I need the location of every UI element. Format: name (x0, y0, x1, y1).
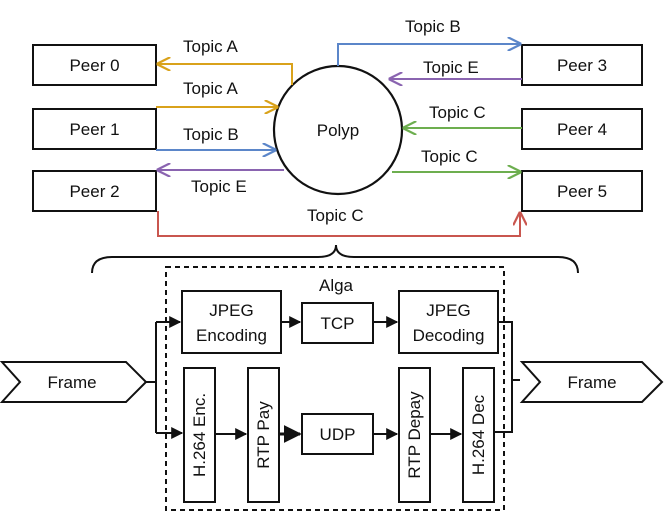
edge-label-peer5-topic-c: Topic C (421, 147, 478, 166)
edge-label-peer1-topic-b: Topic B (183, 125, 239, 144)
peer-2-node: Peer 2 (32, 170, 157, 212)
alga-title: Alga (319, 276, 354, 295)
udp-node: UDP (301, 413, 374, 455)
edge-merge-to-output (494, 321, 520, 433)
edge-topic-c-peer2-to-peer5 (157, 211, 520, 237)
jpeg-decoding-label-line2: Decoding (413, 326, 485, 345)
peer-4-label: Peer 4 (557, 120, 607, 139)
jpeg-decoding-node: JPEG Decoding (398, 290, 499, 354)
peer-0-node: Peer 0 (32, 44, 157, 86)
input-frame-node: Frame (0, 361, 148, 403)
h264-dec-label: H.264 Dec (469, 394, 488, 475)
edge-label-peer3-topic-e: Topic E (423, 58, 479, 77)
peer-5-node: Peer 5 (521, 170, 643, 212)
peer-2-label: Peer 2 (69, 182, 119, 201)
peer-0-label: Peer 0 (69, 56, 119, 75)
edge-label-peer2-topic-e: Topic E (191, 177, 247, 196)
polyp-hub: Polyp (272, 64, 404, 196)
rtp-depay-label: RTP Depay (405, 391, 424, 479)
jpeg-decoding-label-line1: JPEG (426, 301, 470, 320)
output-frame-label: Frame (567, 373, 616, 392)
rtp-depay-node: RTP Depay (398, 367, 431, 503)
edge-input-split (146, 322, 157, 433)
input-frame-label: Frame (47, 373, 96, 392)
tcp-node: TCP (301, 302, 374, 344)
peer-5-label: Peer 5 (557, 182, 607, 201)
jpeg-encoding-label-line1: JPEG (209, 301, 253, 320)
edge-topic-a-to-peer0 (158, 64, 293, 85)
jpeg-encoding-node: JPEG Encoding (181, 290, 282, 354)
peer-1-node: Peer 1 (32, 108, 157, 150)
alga-container (165, 266, 505, 511)
rtp-pay-node: RTP Pay (247, 367, 280, 503)
edge-topic-b-to-peer3 (337, 44, 520, 66)
udp-label: UDP (320, 425, 356, 444)
h264-enc-label: H.264 Enc. (190, 393, 209, 477)
edge-label-peer1-topic-a: Topic A (183, 79, 238, 98)
peer-3-label: Peer 3 (557, 56, 607, 75)
polyp-label: Polyp (317, 121, 360, 140)
edge-label-peer4-topic-c: Topic C (429, 103, 486, 122)
h264-enc-node: H.264 Enc. (183, 367, 216, 503)
peer-4-node: Peer 4 (521, 108, 643, 150)
peer-1-label: Peer 1 (69, 120, 119, 139)
peer-3-node: Peer 3 (521, 44, 643, 86)
output-frame-node: Frame (519, 361, 664, 403)
rtp-pay-label: RTP Pay (254, 401, 273, 469)
curly-brace (91, 244, 579, 274)
tcp-label: TCP (321, 314, 355, 333)
edge-label-direct-topic-c: Topic C (307, 206, 364, 225)
jpeg-encoding-label-line2: Encoding (196, 326, 267, 345)
edge-label-peer0-topic-a: Topic A (183, 37, 238, 56)
edge-label-peer3-topic-b: Topic B (405, 17, 461, 36)
h264-dec-node: H.264 Dec (462, 367, 495, 503)
